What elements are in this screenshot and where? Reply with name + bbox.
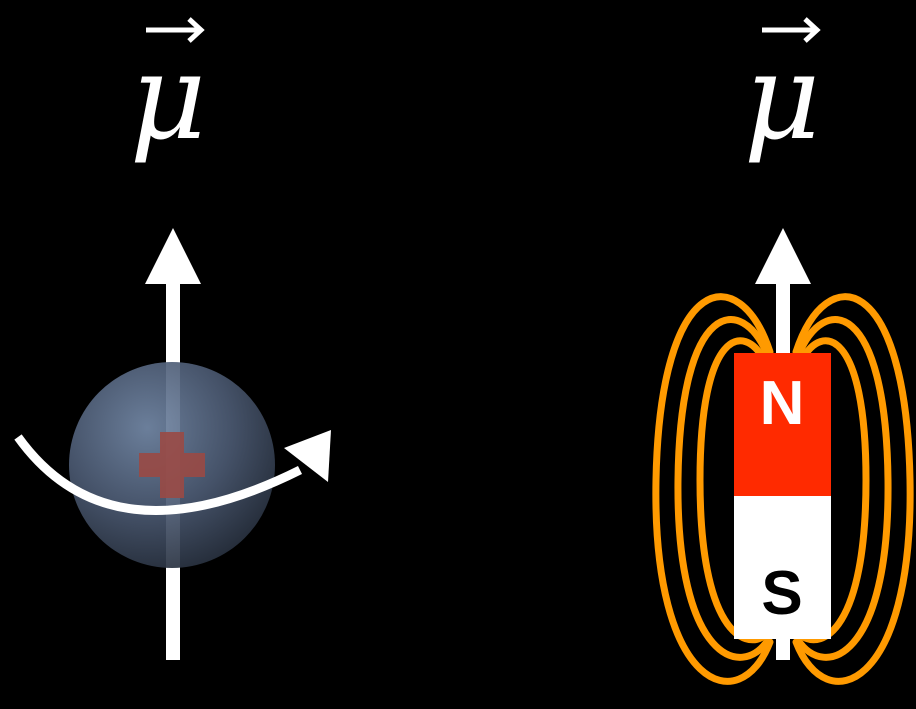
spin-panel: μ (14, 17, 331, 660)
plus-sign (139, 432, 205, 498)
curved-arrow-icon (14, 430, 331, 515)
mu-label-left: μ (130, 17, 207, 166)
field-line-left-middle (674, 316, 772, 661)
field-line-right-middle (794, 316, 892, 661)
south-pole-label: S (761, 559, 802, 628)
mu-symbol-left: μ (130, 28, 207, 166)
mu-symbol-right: μ (744, 28, 821, 166)
magnet-panel: μ N S (652, 17, 914, 685)
magnet-south-pole (734, 496, 831, 639)
magnet-north-pole (734, 353, 831, 496)
bar-magnet: N S (734, 353, 831, 639)
arrow-right-icon (146, 17, 205, 43)
field-line-right-outer (792, 293, 914, 685)
arrow-right-icon (762, 17, 821, 43)
field-line-left-outer (652, 293, 774, 685)
mu-label-right: μ (744, 17, 821, 166)
north-pole-label: N (760, 369, 805, 438)
